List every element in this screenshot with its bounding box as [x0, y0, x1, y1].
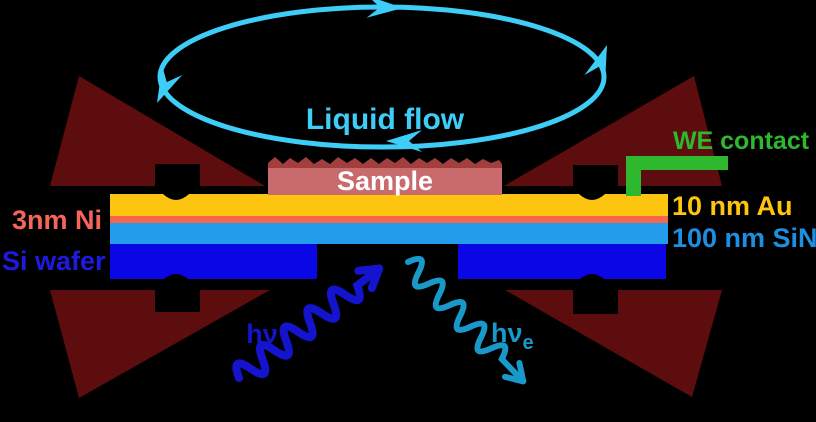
sample-rough-surface [268, 157, 502, 171]
incident-photon-arrowhead-icon [354, 264, 384, 293]
incident-photon-arrow [232, 264, 384, 382]
emitted-signal-arrowhead-icon [502, 359, 527, 385]
we-contact-lead-vertical [626, 156, 641, 196]
incident-photon-wave [232, 265, 382, 382]
liquid-flow-label: Liquid flow [306, 103, 465, 136]
flow-arrowhead-left-icon [157, 65, 183, 103]
clamp-bottom-left [50, 290, 270, 398]
clamp-bottom-right [505, 290, 722, 397]
seal-bump-top-right [579, 194, 605, 200]
si-wafer-left [110, 244, 317, 279]
seal-bump-bottom-right [579, 274, 605, 280]
sin-layer-label: 100 nm SiN [672, 223, 816, 253]
emitted-signal-arrow [405, 255, 527, 385]
sample-label: Sample [337, 166, 433, 196]
incident-photon-label: hν [246, 319, 278, 349]
si-wafer-label: Si wafer [2, 246, 106, 276]
flow-arrowhead-right-icon [584, 45, 607, 83]
flow-arrowhead-top-icon [366, 0, 403, 18]
emitted-photon-label-subscript: e [523, 332, 534, 354]
sample-block [268, 168, 502, 195]
flow-arrowhead-bottom-icon [386, 130, 422, 152]
au-layer-label: 10 nm Au [672, 191, 793, 221]
sin-membrane-layer [110, 223, 668, 244]
au-layer [110, 194, 668, 216]
ni-layer [110, 216, 668, 223]
we-contact-lead-horizontal [626, 156, 728, 170]
seal-bump-top-left [163, 194, 189, 200]
emitted-photon-label-main: hν [491, 318, 523, 348]
seal-bump-bottom-left [163, 274, 189, 280]
emitted-photon-label: hνe [491, 318, 534, 354]
ni-layer-label: 3nm Ni [12, 205, 102, 235]
emitted-signal-wave [405, 255, 525, 383]
we-contact-label: WE contact [673, 127, 810, 155]
si-wafer-right [458, 244, 666, 279]
clamp-top-left [50, 76, 265, 186]
